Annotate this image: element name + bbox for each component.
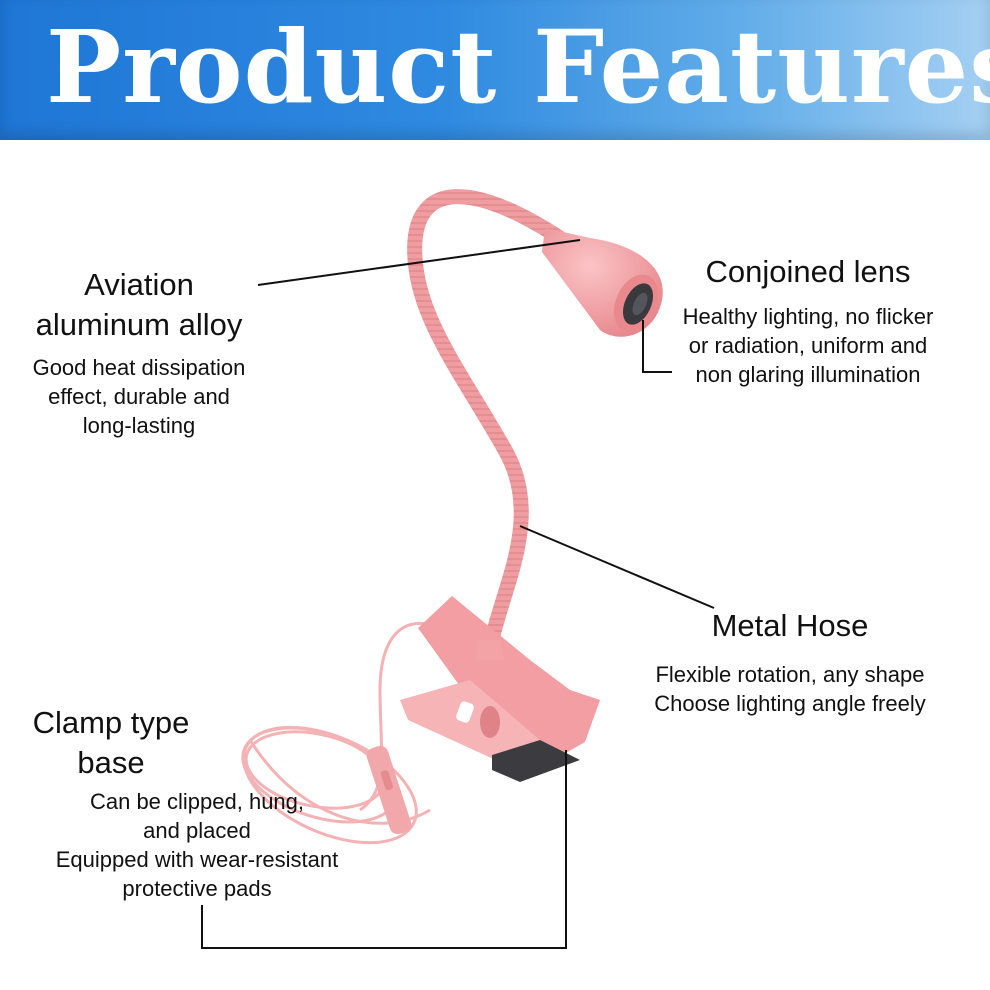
- feature-description-line: Choose lighting angle freely: [654, 691, 926, 716]
- feature-description: Healthy lighting, no flicker or radiatio…: [660, 302, 956, 389]
- feature-description-line: non glaring illumination: [695, 362, 921, 387]
- feature-title-line: aluminum alloy: [35, 307, 243, 342]
- feature-title-line: Metal Hose: [711, 608, 869, 643]
- feature-description: Can be clipped, hung, and placed Equippe…: [0, 787, 394, 903]
- feature-title-line: Conjoined lens: [705, 254, 911, 289]
- metal-hose: [407, 189, 568, 658]
- feature-title: Aviation aluminum alloy: [5, 265, 273, 345]
- feature-description-line: effect, durable and: [48, 384, 230, 409]
- banner-title: Product Features: [46, 8, 990, 126]
- feature-description-line: protective pads: [122, 876, 272, 901]
- leader-line-hose: [519, 525, 715, 609]
- feature-description: Good heat dissipation effect, durable an…: [5, 353, 273, 440]
- feature-description-line: and placed: [143, 818, 251, 843]
- feature-title: Clamp type base: [0, 703, 222, 783]
- cable-switch: [366, 745, 412, 835]
- feature-title-line: base: [77, 745, 145, 780]
- leader-line-clamp: [201, 750, 567, 949]
- lamp-head: [542, 228, 663, 337]
- feature-description-line: Healthy lighting, no flicker: [682, 304, 934, 329]
- feature-conjoined-lens: Conjoined lens Healthy lighting, no flic…: [660, 252, 956, 389]
- leader-lines: [201, 239, 715, 949]
- feature-description-line: Equipped with wear-resistant: [55, 847, 339, 872]
- feature-description-line: Good heat dissipation: [32, 355, 246, 380]
- feature-clamp-base: Clamp type base Can be clipped, hung, an…: [0, 703, 394, 903]
- feature-description-line: Can be clipped, hung,: [89, 789, 305, 814]
- feature-aviation-alloy: Aviation aluminum alloy Good heat dissip…: [5, 265, 273, 440]
- header-banner: Product Features: [0, 0, 990, 140]
- feature-description-line: Flexible rotation, any shape: [655, 662, 925, 687]
- feature-description-line: long-lasting: [82, 413, 196, 438]
- feature-title: Metal Hose: [628, 606, 952, 646]
- feature-title: Conjoined lens: [660, 252, 956, 292]
- leader-line-alloy: [257, 239, 581, 286]
- feature-title-line: Aviation: [84, 267, 194, 302]
- feature-description: Flexible rotation, any shape Choose ligh…: [628, 660, 952, 718]
- leader-line-lens: [642, 320, 672, 373]
- clamp-base: [400, 596, 600, 782]
- feature-title-line: Clamp type: [32, 705, 190, 740]
- feature-description-line: or radiation, uniform and: [688, 333, 928, 358]
- feature-metal-hose: Metal Hose Flexible rotation, any shape …: [628, 606, 952, 718]
